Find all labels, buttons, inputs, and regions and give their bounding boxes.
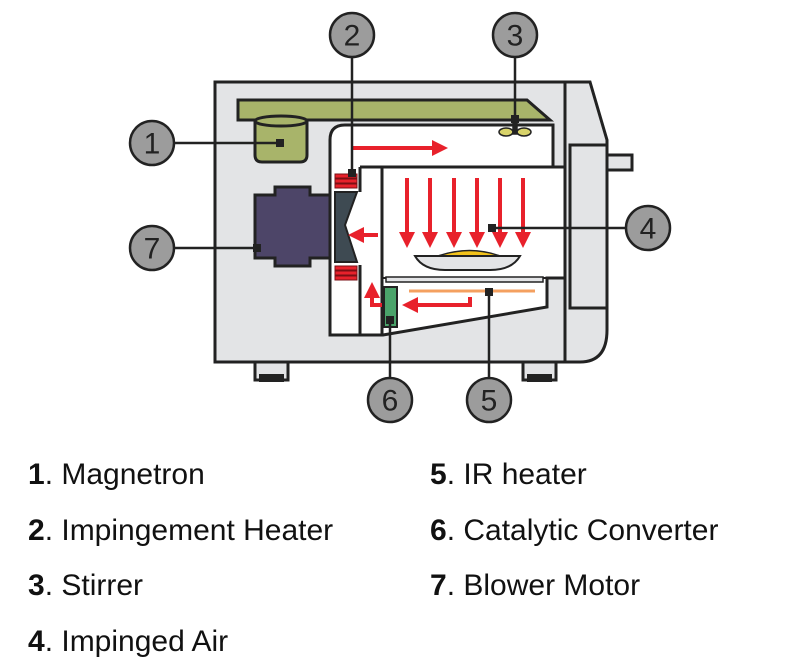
callout-5: 5 [465, 376, 513, 424]
legend-item-stirrer: 3. Stirrer [28, 569, 144, 602]
svg-text:3: 3 [507, 20, 524, 53]
callout-2: 2 [328, 11, 376, 59]
callout-6: 6 [366, 376, 414, 424]
stirrer [498, 121, 532, 137]
svg-text:5: 5 [481, 385, 498, 418]
leader-lines [174, 57, 626, 378]
oven-rack [385, 276, 544, 283]
callout-4: 4 [624, 204, 672, 252]
svg-text:4: 4 [640, 213, 657, 246]
plate [413, 255, 522, 271]
callout-3: 3 [491, 11, 539, 59]
legend-item-blower-motor: 7. Blower Motor [430, 569, 641, 602]
legend-item-impinged-air: 4. Impinged Air [28, 625, 229, 658]
waveguide [236, 98, 555, 122]
svg-text:6: 6 [382, 385, 399, 418]
legend-item-magnetron: 1. Magnetron [28, 458, 205, 491]
blower-motor [253, 185, 332, 268]
callout-1: 1 [128, 119, 176, 167]
door-handle [605, 153, 634, 172]
callout-7: 7 [128, 224, 176, 272]
legend-item-ir-heater: 5. IR heater [430, 458, 587, 491]
svg-text:2: 2 [344, 20, 361, 53]
airflow-arrows [348, 140, 531, 313]
door-window [568, 143, 609, 310]
legend-item-catalytic-converter: 6. Catalytic Converter [430, 514, 719, 547]
legend-item-impingement-heater: 2. Impingement Heater [28, 514, 334, 547]
blower-fan [334, 191, 359, 263]
svg-text:1: 1 [144, 128, 161, 161]
impingement-heater [334, 173, 358, 281]
svg-text:7: 7 [144, 233, 161, 266]
